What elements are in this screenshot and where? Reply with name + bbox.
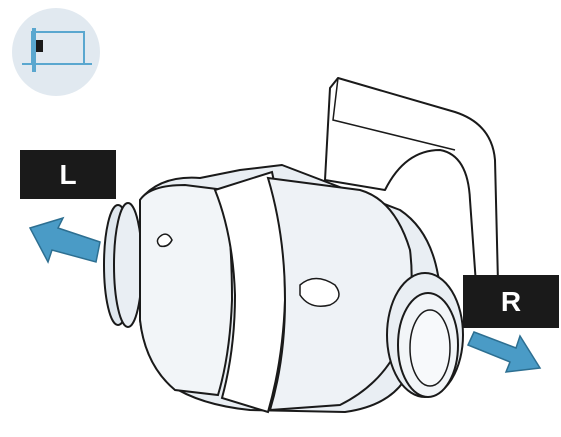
- right-label: R: [463, 275, 559, 328]
- device-position-icon: [12, 8, 100, 96]
- arrow-left-icon: [30, 218, 100, 262]
- left-label: L: [20, 150, 116, 199]
- right-label-text: R: [501, 286, 521, 318]
- right-lens: [387, 273, 463, 397]
- left-label-text: L: [59, 159, 76, 191]
- arrow-right-icon: [468, 332, 540, 372]
- left-lens: [104, 203, 142, 327]
